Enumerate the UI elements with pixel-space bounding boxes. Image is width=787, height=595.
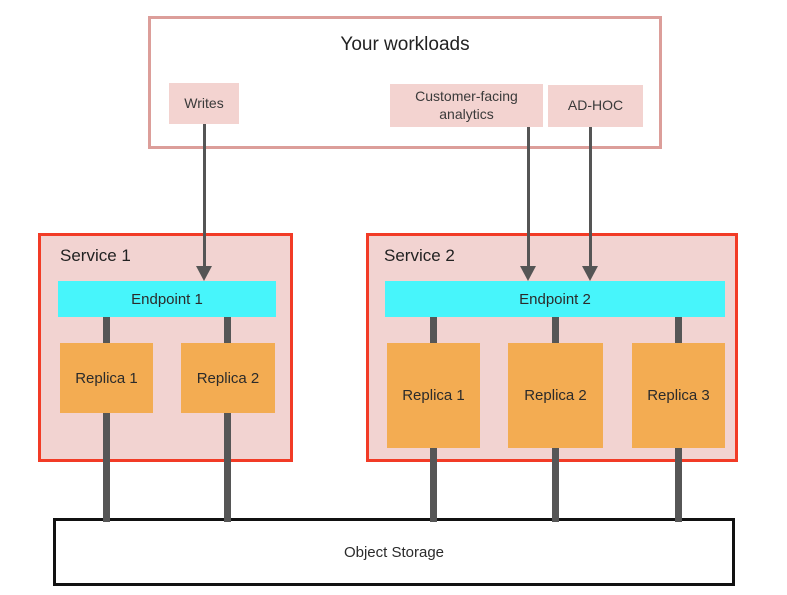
connector-s1-replica2-storage xyxy=(224,413,231,522)
service-1-replica-2-box: Replica 2 xyxy=(181,343,275,413)
connector-endpoint2-replica1 xyxy=(430,317,437,343)
arrow-analytics-to-endpoint2-head xyxy=(520,266,536,281)
connector-s2-replica2-storage xyxy=(552,448,559,522)
connector-s2-replica3-storage xyxy=(675,448,682,522)
connector-s1-replica1-storage xyxy=(103,413,110,522)
your-workloads-title: Your workloads xyxy=(340,34,470,55)
workload-customer-facing-analytics-box: Customer-facing analytics xyxy=(390,84,543,127)
workload-writes-box: Writes xyxy=(169,83,239,124)
endpoint-2-bar: Endpoint 2 xyxy=(385,281,725,317)
connector-endpoint2-replica3 xyxy=(675,317,682,343)
workload-ad-hoc-box: AD-HOC xyxy=(548,85,643,127)
service-2-replica-3-box: Replica 3 xyxy=(632,343,725,448)
arrow-adhoc-to-endpoint2-stem xyxy=(589,127,592,267)
service-1-title: Service 1 xyxy=(60,246,131,265)
connector-s2-replica1-storage xyxy=(430,448,437,522)
connector-endpoint2-replica2 xyxy=(552,317,559,343)
connector-endpoint1-replica1 xyxy=(103,317,110,343)
object-storage-box: Object Storage xyxy=(53,518,735,586)
arrow-analytics-to-endpoint2-stem xyxy=(527,127,530,267)
service-2-replica-1-box: Replica 1 xyxy=(387,343,480,448)
arrow-writes-to-endpoint1-stem xyxy=(203,124,206,267)
connector-endpoint1-replica2 xyxy=(224,317,231,343)
service-1-replica-1-box: Replica 1 xyxy=(60,343,153,413)
endpoint-1-bar: Endpoint 1 xyxy=(58,281,276,317)
service-2-replica-2-box: Replica 2 xyxy=(508,343,603,448)
arrow-writes-to-endpoint1-head xyxy=(196,266,212,281)
arrow-adhoc-to-endpoint2-head xyxy=(582,266,598,281)
service-2-title: Service 2 xyxy=(384,246,455,265)
